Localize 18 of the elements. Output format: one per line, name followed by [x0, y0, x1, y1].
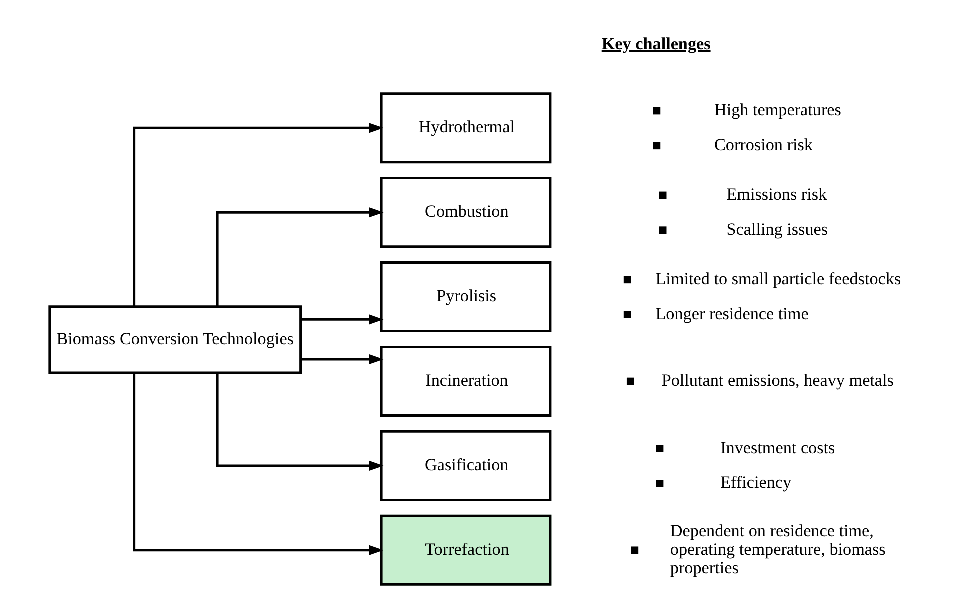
- label: Key challenges: [601, 34, 710, 54]
- node-label: Corrosion risk: [714, 135, 812, 154]
- arrow: [132, 373, 384, 556]
- arrow: [216, 373, 384, 472]
- arrow: [132, 123, 384, 307]
- node-label: Pollutant emissions, heavy metals: [661, 371, 894, 390]
- node-label: Efficiency: [720, 473, 792, 492]
- arrow: [216, 207, 384, 307]
- node-box: Biomass Conversion Technologies: [48, 306, 302, 374]
- node-label: Dependent on residence time, operating temperature, biomass properties: [670, 522, 886, 578]
- node-label: Limited to small particle feedstocks: [655, 269, 901, 288]
- arrow: [300, 314, 384, 325]
- node-label: Investment costs: [720, 438, 835, 458]
- node-label: Longer residence time: [655, 304, 808, 324]
- node-label: Scalling issues: [726, 220, 828, 239]
- node-label: Emissions risk: [726, 184, 827, 204]
- node-label: High temperatures: [714, 100, 841, 120]
- arrow: [300, 354, 384, 365]
